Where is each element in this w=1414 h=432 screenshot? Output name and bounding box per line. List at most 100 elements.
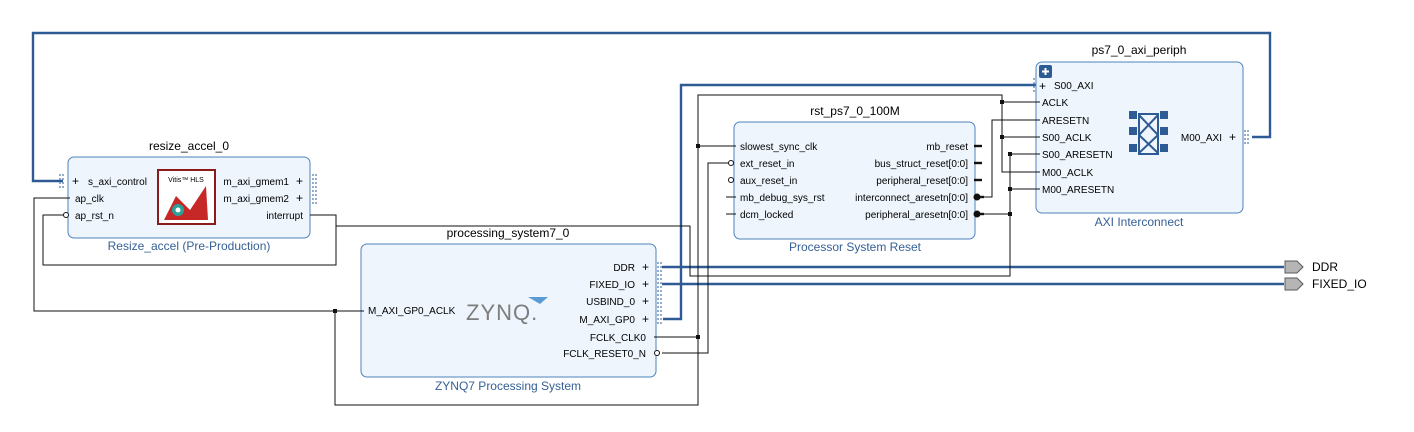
pin-ap-rst-n[interactable]: ap_rst_n bbox=[63, 211, 114, 222]
block-subtitle: ZYNQ7 Processing System bbox=[435, 379, 581, 393]
pin-ext-reset-in[interactable]: ext_reset_in bbox=[728, 159, 795, 170]
pin-aresetn[interactable]: ARESETN bbox=[1030, 116, 1089, 127]
block-instance-name: ps7_0_axi_periph bbox=[1092, 43, 1187, 57]
external-port-fixed-io[interactable]: FIXED_IO bbox=[1284, 277, 1367, 291]
svg-text:mb_debug_sys_rst: mb_debug_sys_rst bbox=[740, 193, 825, 204]
net-interrupt[interactable] bbox=[42, 214, 337, 266]
expand-plus-icon[interactable]: + bbox=[642, 277, 649, 291]
svg-text:aux_reset_in: aux_reset_in bbox=[740, 176, 797, 187]
svg-text:FIXED_IO: FIXED_IO bbox=[589, 280, 635, 291]
pin-s00-axi[interactable]: + S00_AXI bbox=[1033, 78, 1093, 93]
pin-m00-aresetn[interactable]: M00_ARESETN bbox=[1030, 185, 1114, 196]
block-subtitle: Processor System Reset bbox=[789, 240, 922, 254]
svg-text:interrupt: interrupt bbox=[266, 211, 303, 222]
pin-ddr[interactable]: DDR + bbox=[613, 260, 649, 274]
svg-text:FCLK_CLK0: FCLK_CLK0 bbox=[590, 333, 647, 344]
expand-plus-icon[interactable]: + bbox=[1039, 79, 1046, 93]
net-interconnect-aresetn[interactable] bbox=[982, 119, 1036, 198]
block-instance-name: processing_system7_0 bbox=[447, 226, 570, 240]
expand-plus-icon[interactable]: + bbox=[642, 312, 649, 326]
svg-text:DDR: DDR bbox=[613, 263, 635, 274]
svg-text:dcm_locked: dcm_locked bbox=[740, 210, 793, 221]
svg-text:FIXED_IO: FIXED_IO bbox=[1312, 277, 1367, 291]
pin-ap-clk[interactable]: ap_clk bbox=[62, 194, 105, 205]
zynq-logo: ZYNQ. bbox=[466, 297, 548, 325]
expand-plus-icon[interactable]: + bbox=[642, 260, 649, 274]
svg-text:mb_reset: mb_reset bbox=[926, 142, 968, 153]
svg-text:peripheral_reset[0:0]: peripheral_reset[0:0] bbox=[876, 176, 968, 187]
svg-text:USBIND_0: USBIND_0 bbox=[586, 297, 635, 308]
pin-peripheral-aresetn[interactable]: peripheral_aresetn[0:0] bbox=[865, 210, 984, 221]
pin-fixed-io[interactable]: FIXED_IO + bbox=[589, 277, 649, 291]
net-m-axi-gp0-to-s00-axi[interactable] bbox=[663, 83, 1038, 321]
pin-fclk-clk0[interactable]: FCLK_CLK0 bbox=[590, 333, 663, 344]
net-m00-axi-to-s-axi-control[interactable] bbox=[31, 31, 1272, 183]
svg-text:ARESETN: ARESETN bbox=[1042, 116, 1089, 127]
pin-dcm-locked[interactable]: dcm_locked bbox=[726, 210, 793, 221]
net-fclk-clk0[interactable] bbox=[334, 311, 699, 406]
svg-text:bus_struct_reset[0:0]: bus_struct_reset[0:0] bbox=[875, 159, 969, 170]
pin-m-axi-gmem2[interactable]: m_axi_gmem2 + bbox=[223, 191, 303, 205]
pin-bus-struct-reset[interactable]: bus_struct_reset[0:0] bbox=[875, 159, 982, 170]
svg-text:m_axi_gmem1: m_axi_gmem1 bbox=[223, 177, 289, 188]
pin-m-axi-gp0[interactable]: M_AXI_GP0 + bbox=[579, 312, 649, 326]
expand-plus-icon[interactable]: + bbox=[296, 191, 303, 205]
pin-mb-reset[interactable]: mb_reset bbox=[926, 142, 982, 153]
pin-mb-debug-sys-rst[interactable]: mb_debug_sys_rst bbox=[726, 193, 825, 204]
nets bbox=[31, 31, 1284, 406]
block-subtitle: Resize_accel (Pre-Production) bbox=[108, 239, 271, 253]
expand-plus-icon[interactable]: + bbox=[296, 174, 303, 188]
axi-interconnect-block[interactable]: ps7_0_axi_periph AXI Interconnect + S00_… bbox=[1030, 43, 1249, 229]
pin-aclk[interactable]: ACLK bbox=[1030, 98, 1068, 109]
junction-dot bbox=[696, 335, 700, 339]
pin-m00-axi[interactable]: M00_AXI + bbox=[1181, 130, 1249, 144]
pin-s00-aresetn[interactable]: S00_ARESETN bbox=[1030, 150, 1113, 161]
pin-slowest-sync-clk[interactable]: slowest_sync_clk bbox=[726, 142, 818, 153]
pin-interconnect-aresetn[interactable]: interconnect_aresetn[0:0] bbox=[855, 193, 984, 204]
expand-plus-icon[interactable]: + bbox=[72, 174, 79, 188]
port-arrow-icon bbox=[1284, 277, 1304, 291]
net-fclk-reset0-n[interactable] bbox=[662, 162, 728, 354]
svg-text:M00_AXI: M00_AXI bbox=[1181, 133, 1222, 144]
net-ap-clk[interactable] bbox=[33, 197, 355, 312]
net-peripheral-aresetn[interactable] bbox=[982, 153, 1036, 215]
svg-text:ext_reset_in: ext_reset_in bbox=[740, 159, 794, 170]
pin-m-axi-gp0-aclk[interactable]: M_AXI_GP0_ACLK bbox=[355, 306, 456, 317]
svg-text:S00_ARESETN: S00_ARESETN bbox=[1042, 150, 1113, 161]
logo-text: Vitis™ HLS bbox=[168, 177, 204, 184]
pin-s00-aclk[interactable]: S00_ACLK bbox=[1030, 133, 1092, 144]
pin-aux-reset-in[interactable]: aux_reset_in bbox=[728, 176, 798, 187]
svg-text:DDR: DDR bbox=[1312, 260, 1338, 274]
svg-text:ACLK: ACLK bbox=[1042, 98, 1068, 109]
svg-text:S00_ACLK: S00_ACLK bbox=[1042, 133, 1092, 144]
expand-block-icon[interactable] bbox=[1039, 65, 1052, 78]
resize-accel-block[interactable]: resize_accel_0 Resize_accel (Pre-Product… bbox=[59, 139, 318, 253]
block-subtitle: AXI Interconnect bbox=[1095, 215, 1184, 229]
external-port-ddr[interactable]: DDR bbox=[1284, 260, 1338, 274]
junction-dot bbox=[1008, 187, 1012, 191]
block-instance-name: rst_ps7_0_100M bbox=[810, 104, 899, 118]
svg-text:M_AXI_GP0_ACLK: M_AXI_GP0_ACLK bbox=[368, 306, 456, 317]
pin-peripheral-reset[interactable]: peripheral_reset[0:0] bbox=[876, 176, 982, 187]
svg-text:peripheral_aresetn[0:0]: peripheral_aresetn[0:0] bbox=[865, 210, 968, 221]
svg-text:ZYNQ.: ZYNQ. bbox=[466, 300, 538, 325]
svg-text:S00_AXI: S00_AXI bbox=[1054, 81, 1093, 92]
pin-m-axi-gmem1[interactable]: m_axi_gmem1 + bbox=[223, 174, 303, 188]
expand-plus-icon[interactable]: + bbox=[1229, 130, 1236, 144]
port-arrow-icon bbox=[1284, 260, 1304, 274]
zynq-processing-system-block[interactable]: processing_system7_0 ZYNQ7 Processing Sy… bbox=[355, 226, 663, 393]
pin-m00-aclk[interactable]: M00_ACLK bbox=[1030, 168, 1093, 179]
svg-text:M_AXI_GP0: M_AXI_GP0 bbox=[579, 315, 635, 326]
pin-s-axi-control[interactable]: + s_axi_control bbox=[59, 174, 147, 188]
svg-text:M00_ARESETN: M00_ARESETN bbox=[1042, 185, 1114, 196]
pin-usbind-0[interactable]: USBIND_0 + bbox=[586, 294, 649, 308]
pin-interrupt[interactable]: interrupt bbox=[266, 211, 318, 222]
svg-text:M00_ACLK: M00_ACLK bbox=[1042, 168, 1093, 179]
expand-plus-icon[interactable]: + bbox=[642, 294, 649, 308]
svg-text:s_axi_control: s_axi_control bbox=[88, 177, 147, 188]
svg-text:interconnect_aresetn[0:0]: interconnect_aresetn[0:0] bbox=[855, 193, 968, 204]
processor-system-reset-block[interactable]: rst_ps7_0_100M Processor System Reset sl… bbox=[726, 104, 984, 254]
junction-dot bbox=[1008, 152, 1012, 156]
pin-fclk-reset0-n[interactable]: FCLK_RESET0_N bbox=[563, 349, 660, 360]
